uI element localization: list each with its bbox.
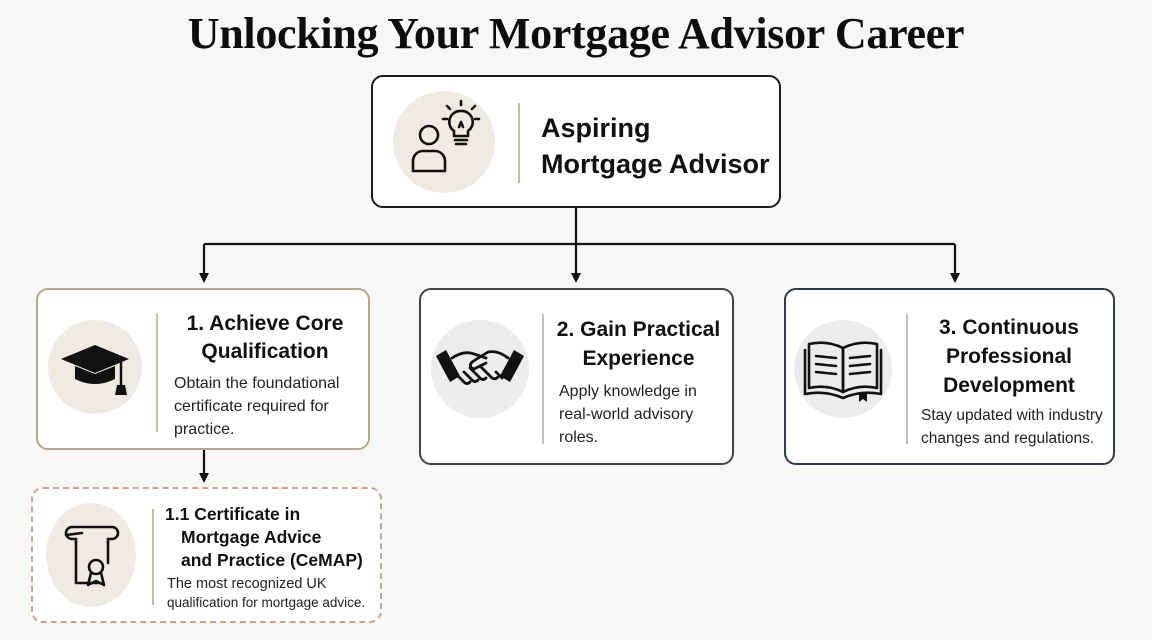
step-1-heading-line-2: Qualification (201, 339, 329, 363)
handshake-icon (436, 350, 524, 385)
step-3-divider (906, 314, 908, 444)
step-3-heading-line-1: 3. Continuous (939, 316, 1079, 339)
substep-divider (152, 509, 154, 605)
step-1-icon-circle (48, 320, 142, 414)
step-3-description: Stay updated with industry changes and r… (921, 407, 1103, 448)
root-icon-circle (393, 91, 495, 193)
root-heading: Aspiring Mortgage Advisor (541, 111, 770, 182)
step-2-heading-line-1: 2. Gain Practical (556, 318, 721, 341)
step-2-description: Apply knowledge in real-world advisory r… (559, 383, 697, 447)
step-2-heading: 2. Gain Practical Experience (551, 315, 726, 374)
person-lightbulb-icon (411, 99, 481, 173)
step-1-divider (156, 314, 158, 432)
step-1-card: 1. Achieve Core Qualification Obtain the… (36, 288, 370, 450)
root-node-card: Aspiring Mortgage Advisor (371, 75, 781, 208)
open-book-icon (803, 341, 883, 402)
graduation-cap-icon (61, 345, 129, 395)
step-2-heading-line-2: Experience (582, 347, 695, 371)
step-1-heading-line-1: 1. Achieve Core (186, 312, 344, 335)
step-3-card: 3. Continuous Professional Development S… (784, 288, 1115, 465)
substep-heading-line-2: Mortgage Advice (181, 526, 322, 547)
substep-1-1-card: 1.1 Certificate in Mortgage Advice and P… (31, 487, 382, 623)
root-heading-line-2: Mortgage Advisor (541, 148, 770, 179)
substep-icon-circle (46, 503, 136, 607)
step-1-description: Obtain the foundational certificate requ… (174, 375, 340, 439)
substep-heading: 1.1 Certificate in Mortgage Advice and P… (165, 503, 363, 571)
page-title: Unlocking Your Mortgage Advisor Career (187, 9, 965, 58)
substep-heading-line-3: and Practice (CeMAP) (181, 549, 363, 570)
step-3-icon-circle (794, 320, 892, 418)
step-3-heading: 3. Continuous Professional Development (914, 314, 1104, 401)
step-2-divider (542, 314, 544, 444)
step-3-heading-line-2: Professional (945, 344, 1073, 368)
substep-description: The most recognized UK qualification for… (167, 576, 366, 611)
substep-heading-line-1: 1.1 Certificate in (165, 504, 301, 524)
step-1-heading: 1. Achieve Core Qualification (168, 310, 362, 365)
step-3-heading-line-3: Development (943, 373, 1075, 397)
root-divider (518, 103, 520, 183)
step-2-icon-circle (431, 320, 529, 418)
root-heading-line-1: Aspiring (541, 113, 651, 143)
certificate-scroll-icon (64, 525, 120, 587)
step-2-card: 2. Gain Practical Experience Apply knowl… (419, 288, 734, 465)
